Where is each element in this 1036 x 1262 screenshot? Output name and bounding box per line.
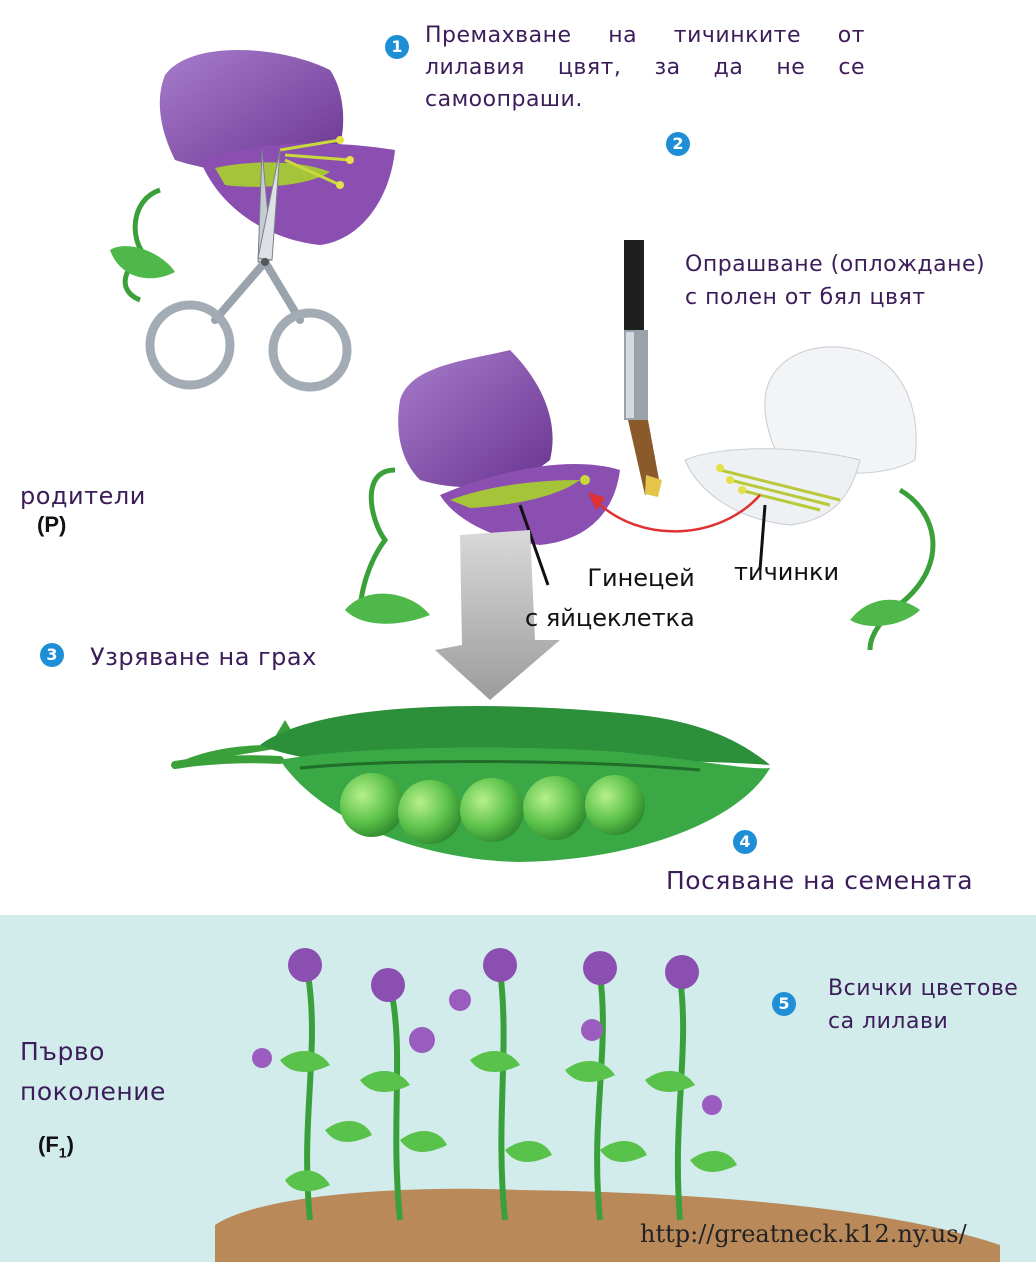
- f1-plant-2: [360, 968, 447, 1220]
- step-5-badge: 5: [772, 992, 796, 1016]
- parents-symbol: (P): [37, 512, 66, 538]
- paintbrush-icon: [624, 240, 662, 497]
- f1-plant-5: [645, 955, 737, 1220]
- f1-plant-1: [252, 948, 372, 1220]
- step-1-text: Премахване на тичинките от лилавия цвят,…: [425, 20, 865, 116]
- step-3-text: Узряване на грах: [90, 643, 317, 671]
- step-2-text: Опрашване (оплождане) с полен от бял цвя…: [685, 248, 985, 314]
- pea-pod: [175, 706, 770, 862]
- source-url: http://greatneck.k12.ny.us/: [640, 1220, 967, 1248]
- step-2-badge: 2: [666, 132, 690, 156]
- step-4-badge: 4: [733, 830, 757, 854]
- f1-plant-3: [449, 948, 552, 1220]
- white-flower-pollen-donor: [685, 347, 933, 650]
- step-4-text: Посяване на семената: [666, 866, 973, 895]
- purple-flower-emasculation: [110, 50, 395, 300]
- stamens-label: тичинки: [734, 558, 839, 586]
- pistil-label: Гинецей с яйцеклетка: [525, 558, 695, 638]
- generation-symbol: (F1): [38, 1132, 74, 1160]
- step-5-text: Всички цветове са лилави: [828, 972, 1018, 1038]
- f1-plant-4: [565, 951, 647, 1220]
- step-3-badge: 3: [40, 643, 64, 667]
- parents-label: родители: [20, 482, 146, 510]
- step-1-badge: 1: [385, 35, 409, 59]
- generation-label: Първо поколение: [20, 1032, 166, 1112]
